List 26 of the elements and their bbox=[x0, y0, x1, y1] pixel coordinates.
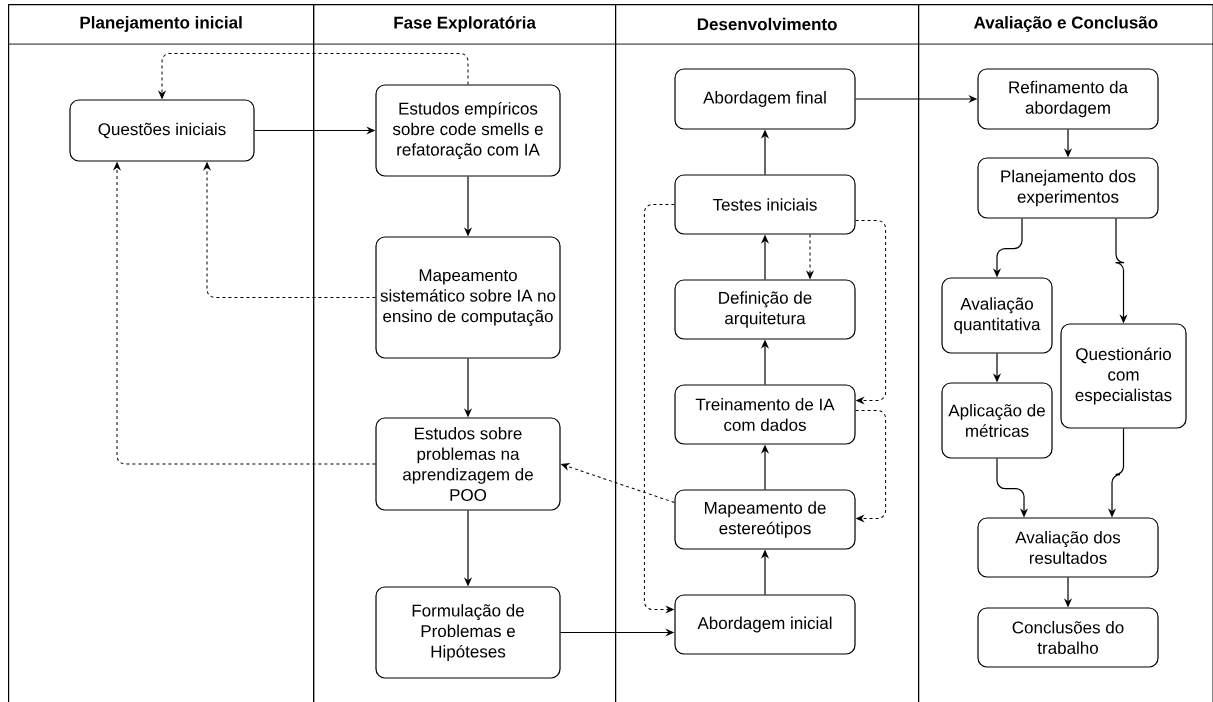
process-box: Mapeamento sistemático sobre IA no ensino de computação bbox=[375, 236, 561, 359]
process-box: Questionário com especialistas bbox=[1060, 323, 1187, 429]
process-box: Aplicação de métricas bbox=[941, 382, 1053, 459]
arrow bbox=[158, 52, 469, 99]
arrow bbox=[561, 463, 675, 503]
arrow bbox=[203, 162, 376, 298]
process-box: Planejamento dos experimentos bbox=[977, 157, 1159, 219]
arrow bbox=[643, 204, 675, 613]
arrow bbox=[806, 234, 814, 279]
process-box: Abordagem final bbox=[674, 68, 856, 130]
process-box: Avaliação quantitativa bbox=[941, 277, 1053, 354]
process-box: Formulação de Problemas e Hipóteses bbox=[375, 586, 561, 679]
process-box: Conclusões do trabalho bbox=[977, 607, 1159, 668]
process-box: Estudos sobre problemas na aprendizagem de POO bbox=[375, 417, 561, 511]
arrow bbox=[855, 410, 887, 522]
process-box: Definição de arquitetura bbox=[674, 279, 856, 340]
arrow bbox=[113, 162, 376, 465]
arrow bbox=[855, 220, 887, 404]
process-box: Refinamento da abordagem bbox=[977, 68, 1159, 130]
process-box: Testes iniciais bbox=[674, 174, 856, 235]
process-box: Questões iniciais bbox=[69, 99, 255, 162]
process-box: Abordagem inicial bbox=[674, 594, 856, 655]
process-box: Estudos empíricos sobre code smells e refatoração com IA bbox=[375, 84, 561, 177]
process-box: Treinamento de IA com dados bbox=[674, 384, 856, 445]
process-box: Mapeamento de estereótipos bbox=[674, 489, 856, 550]
process-box: Avaliação dos resultados bbox=[977, 517, 1159, 578]
